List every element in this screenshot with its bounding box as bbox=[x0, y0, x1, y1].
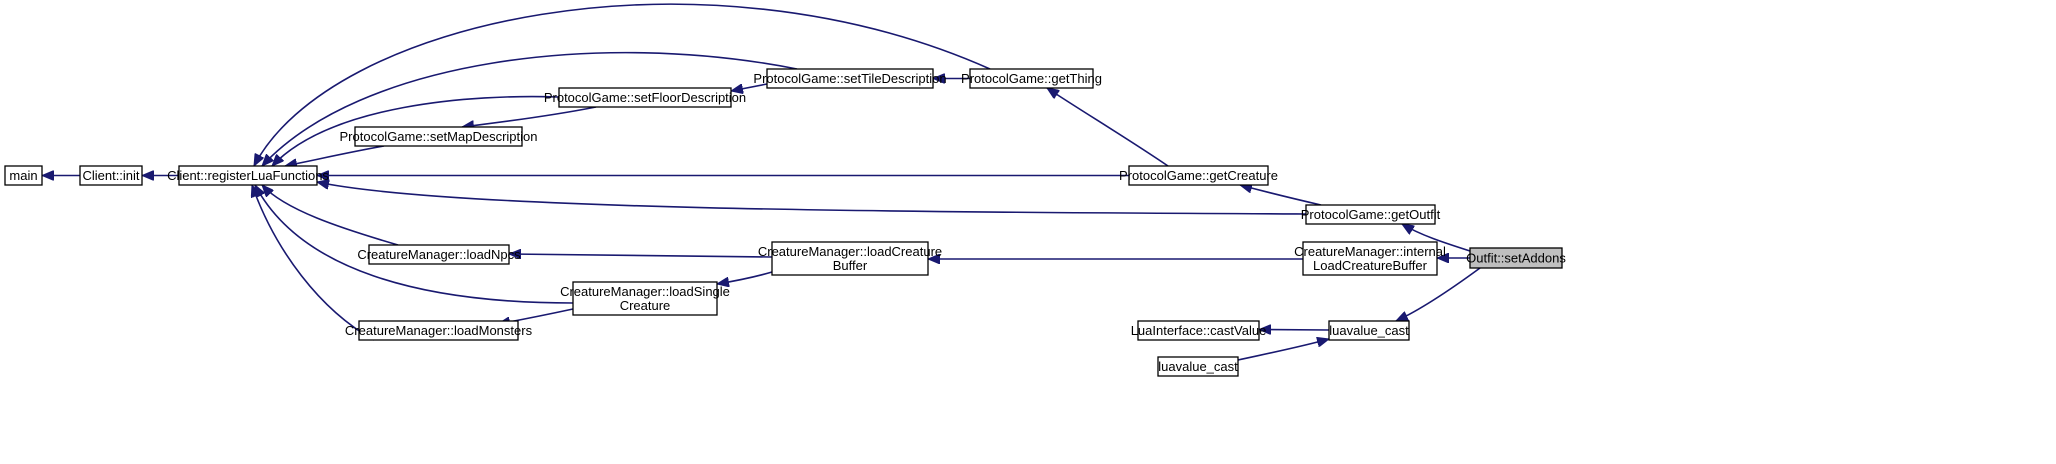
node-label: ProtocolGame::setFloorDescription bbox=[544, 90, 746, 105]
edge-set_tile_desc-to-set_floor_desc bbox=[731, 83, 768, 91]
node-label: CreatureManager::loadNpcs bbox=[357, 247, 521, 262]
node-set-floor-desc[interactable]: ProtocolGame::setFloorDescription bbox=[544, 87, 746, 108]
node-box bbox=[1128, 165, 1269, 186]
edge-get_creature-to-get_thing bbox=[1047, 88, 1169, 167]
node-box bbox=[1305, 204, 1436, 225]
node-box bbox=[572, 281, 718, 316]
node-label: ProtocolGame::setMapDescription bbox=[340, 129, 538, 144]
edge-get_outfit-to-get_creature bbox=[1240, 185, 1322, 206]
node-get-outfit[interactable]: ProtocolGame::getOutfit bbox=[1301, 204, 1441, 225]
node-label: CreatureManager::internal bbox=[1294, 244, 1446, 259]
node-set-tile-desc[interactable]: ProtocolGame::setTileDescription bbox=[753, 68, 947, 89]
node-box bbox=[1157, 356, 1239, 377]
edge-get_outfit-to-register_lua bbox=[317, 182, 1307, 215]
node-label: ProtocolGame::getOutfit bbox=[1301, 207, 1441, 222]
node-box bbox=[358, 320, 519, 341]
node-label: Buffer bbox=[833, 258, 868, 273]
node-label: LuaInterface::castValue bbox=[1131, 323, 1267, 338]
node-box bbox=[766, 68, 934, 89]
edge-load_creature_buffer-to-load_single bbox=[717, 271, 773, 284]
node-label: Client::init bbox=[82, 168, 139, 183]
node-box bbox=[368, 244, 510, 265]
node-load-monsters[interactable]: CreatureManager::loadMonsters bbox=[345, 320, 533, 341]
node-client-init[interactable]: Client::init bbox=[79, 165, 143, 186]
node-box bbox=[771, 241, 929, 276]
edge-set_addons-to-get_outfit bbox=[1402, 223, 1471, 252]
edge-set_map_desc-to-register_lua bbox=[285, 145, 385, 166]
node-box bbox=[1302, 241, 1438, 276]
node-register-lua[interactable]: Client::registerLuaFunctions bbox=[167, 165, 329, 186]
node-get-creature[interactable]: ProtocolGame::getCreature bbox=[1119, 165, 1278, 186]
node-label: Creature bbox=[620, 298, 671, 313]
node-box bbox=[969, 68, 1094, 89]
node-box bbox=[4, 165, 43, 186]
node-luavalue-cast-1[interactable]: luavalue_cast bbox=[1328, 320, 1410, 341]
node-set-addons[interactable]: Outfit::setAddons bbox=[1466, 247, 1566, 269]
edge-load_monsters-to-register_lua bbox=[252, 185, 375, 341]
node-box bbox=[79, 165, 143, 186]
edge-set_addons-to-luavalue_cast_1 bbox=[1396, 267, 1481, 322]
node-label: ProtocolGame::getThing bbox=[961, 71, 1102, 86]
node-label: Client::registerLuaFunctions bbox=[167, 168, 329, 183]
edge-set_floor_desc-to-register_lua bbox=[272, 95, 560, 166]
node-luavalue-cast-2[interactable]: luavalue_cast bbox=[1157, 356, 1239, 377]
node-box bbox=[1469, 247, 1563, 269]
node-label: ProtocolGame::setTileDescription bbox=[753, 71, 946, 86]
edge-luavalue_cast_2-to-luavalue_cast_1 bbox=[1237, 339, 1329, 361]
node-box bbox=[558, 87, 732, 108]
edge-get_thing-to-register_lua bbox=[253, 3, 991, 166]
node-box bbox=[354, 126, 523, 147]
edge-load_creature_buffer-to-load_npcs bbox=[509, 254, 773, 257]
node-label: CreatureManager::loadCreature bbox=[758, 244, 942, 259]
edge-load_single-to-register_lua bbox=[254, 185, 574, 304]
node-label: luavalue_cast bbox=[1158, 359, 1238, 374]
node-box bbox=[178, 165, 318, 186]
edge-load_npcs-to-register_lua bbox=[262, 185, 399, 246]
node-label: CreatureManager::loadMonsters bbox=[345, 323, 533, 338]
node-get-thing[interactable]: ProtocolGame::getThing bbox=[961, 68, 1102, 89]
edge-set_floor_desc-to-set_map_desc bbox=[462, 106, 597, 127]
node-box bbox=[1328, 320, 1410, 341]
node-internal-load-buffer[interactable]: CreatureManager::internalLoadCreatureBuf… bbox=[1294, 241, 1446, 276]
node-label: CreatureManager::loadSingle bbox=[560, 284, 730, 299]
edges bbox=[42, 3, 1481, 361]
node-main[interactable]: main bbox=[4, 165, 43, 186]
node-label: ProtocolGame::getCreature bbox=[1119, 168, 1278, 183]
node-load-npcs[interactable]: CreatureManager::loadNpcs bbox=[357, 244, 521, 265]
nodes: main Client::init Client::registerLuaFunct… bbox=[4, 68, 1566, 377]
node-label: luavalue_cast bbox=[1329, 323, 1409, 338]
node-label: Outfit::setAddons bbox=[1466, 251, 1566, 266]
node-set-map-desc[interactable]: ProtocolGame::setMapDescription bbox=[340, 126, 538, 147]
node-box bbox=[1137, 320, 1260, 341]
node-label: LoadCreatureBuffer bbox=[1313, 258, 1428, 273]
edge-set_tile_desc-to-register_lua bbox=[262, 51, 798, 166]
node-label: main bbox=[9, 168, 37, 183]
edge-luavalue_cast_1-to-lua_cast_value bbox=[1259, 330, 1330, 331]
node-lua-cast-value[interactable]: LuaInterface::castValue bbox=[1131, 320, 1267, 341]
